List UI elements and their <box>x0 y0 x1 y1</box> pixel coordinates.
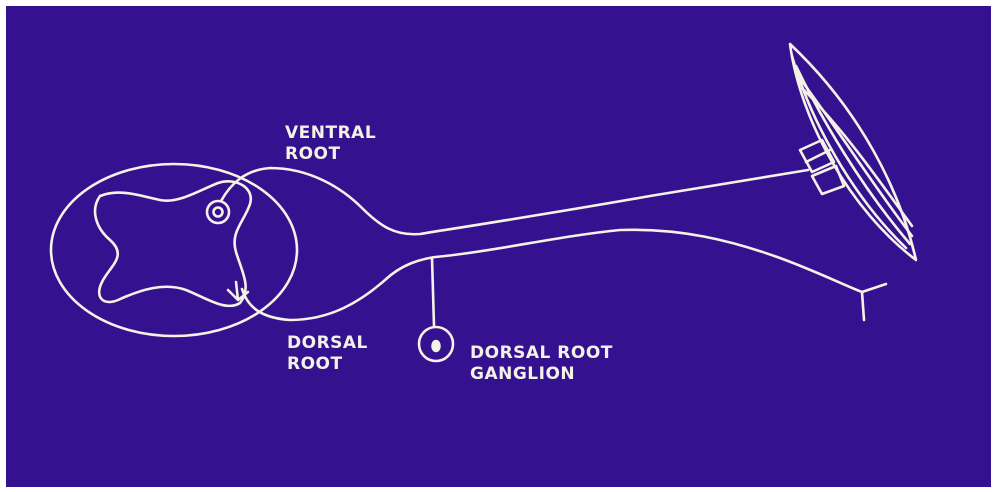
neuromuscular-junction <box>798 138 846 196</box>
dorsal-root-label-line-2: ROOT <box>287 354 343 374</box>
ventral-root-axon <box>219 166 810 236</box>
reflex-arc-diagram <box>49 42 918 363</box>
muscle-fiber-3 <box>796 74 914 238</box>
dorsal-root-label: DORSAL ROOT <box>287 333 368 375</box>
dorsal-root-axon <box>240 228 864 322</box>
dorsal-root-label-line-1: DORSAL <box>287 333 368 353</box>
ventral-root-label-line-1: VENTRAL <box>285 123 377 143</box>
muscle-outline <box>788 42 918 262</box>
dorsal-root-terminal <box>226 280 250 302</box>
dorsal-root-ganglion-label-line-2: GANGLION <box>470 364 576 384</box>
ventral-root-label-line-2: ROOT <box>285 144 341 164</box>
slide-frame: VENTRAL ROOT DORSAL ROOT DORSAL ROOT GAN… <box>6 6 991 487</box>
ganglion-cell-nucleus <box>431 339 441 353</box>
dorsal-root-ganglion-label-line-1: DORSAL ROOT <box>470 343 613 363</box>
spinal-cord-outline <box>49 162 299 338</box>
motor-neuron-cell-outer <box>205 199 231 225</box>
dorsal-root-ganglion-label: DORSAL ROOT GANGLION <box>470 343 613 385</box>
muscle-fiber-4 <box>800 86 914 228</box>
ventral-root-label: VENTRAL ROOT <box>285 123 376 165</box>
motor-neuron-cell-inner <box>212 206 224 218</box>
sensory-receptor-branch <box>860 282 888 322</box>
ganglion-stalk <box>430 256 436 328</box>
ganglion-cell-outer <box>417 325 455 363</box>
gray-matter-outline <box>93 180 253 308</box>
